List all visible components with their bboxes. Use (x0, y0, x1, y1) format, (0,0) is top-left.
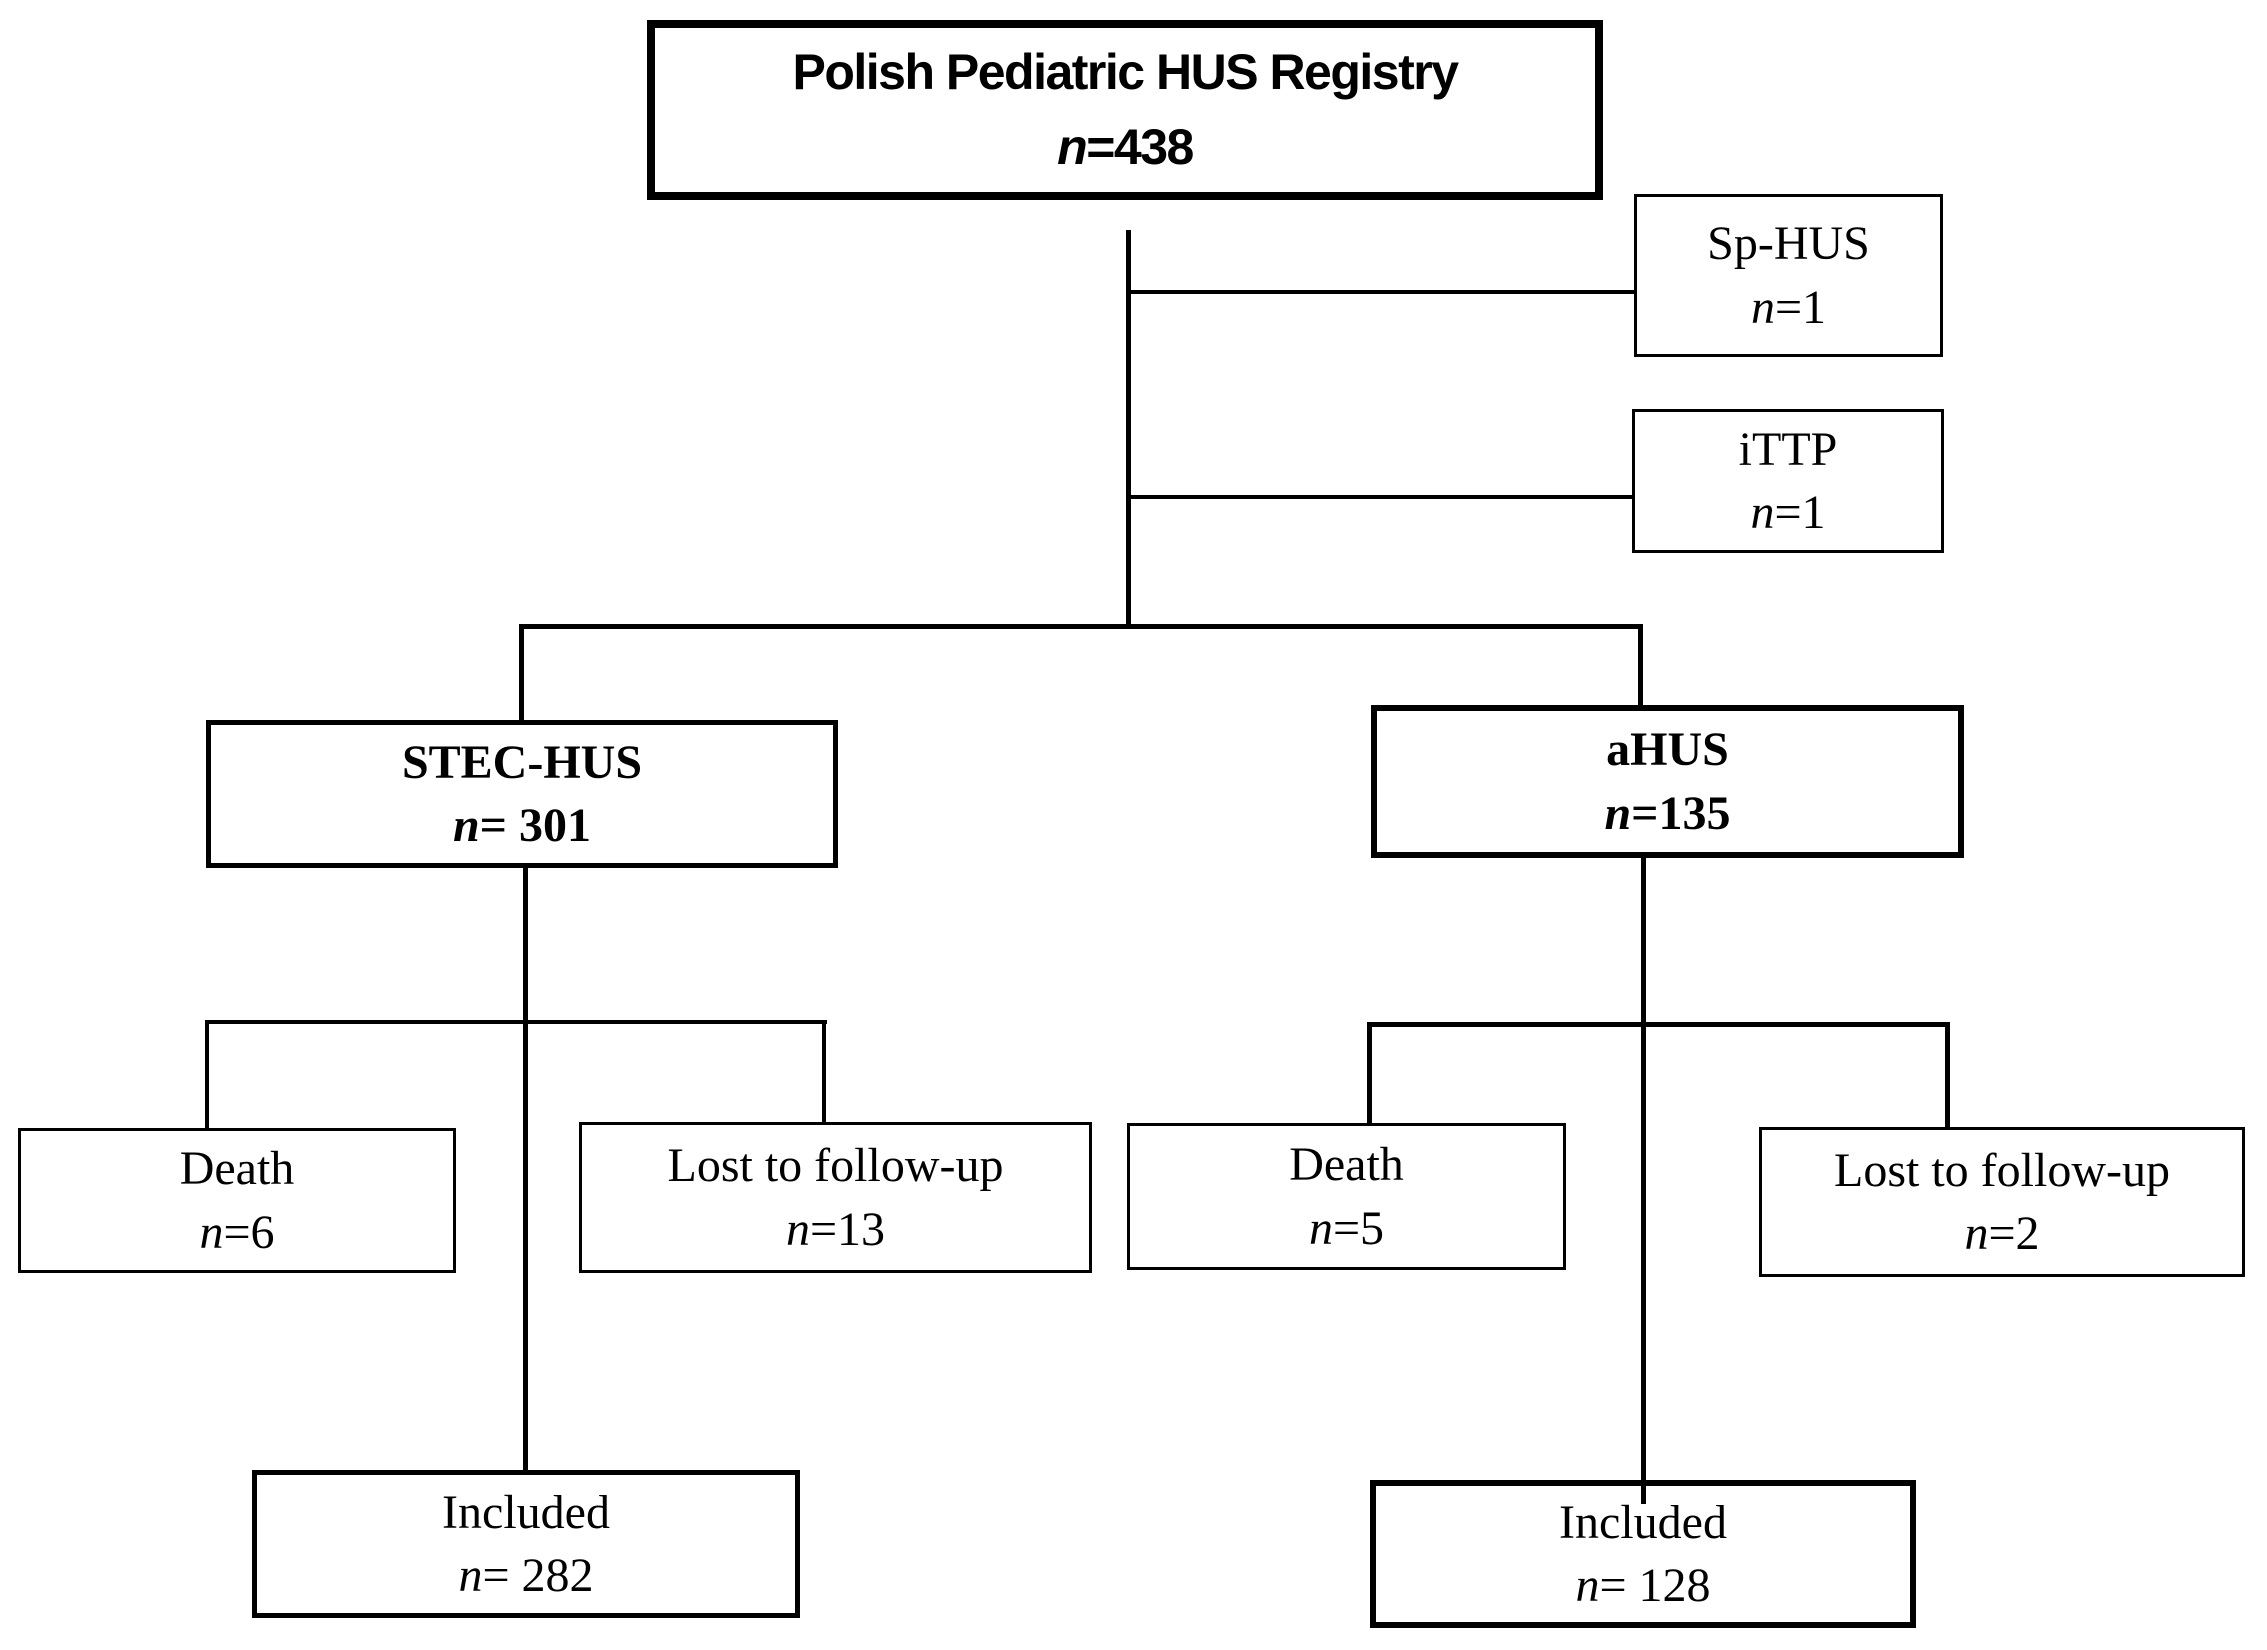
node-stec-included: Included n= 282 (252, 1470, 800, 1618)
node-ittp-count: n=1 (1750, 486, 1826, 539)
connector-registry-down (1126, 230, 1131, 628)
node-registry: Polish Pediatric HUS Registry n=438 (647, 20, 1603, 200)
node-stec-hus-count: n= 301 (452, 799, 592, 852)
node-registry-title: Polish Pediatric HUS Registry (792, 44, 1459, 100)
node-ittp-title: iTTP (1738, 422, 1838, 476)
node-ahus-included-title: Included (1559, 1495, 1727, 1549)
node-stec-hus-title: STEC-HUS (401, 735, 643, 789)
node-ahus-lost-follow-up: Lost to follow-up n=2 (1759, 1127, 2245, 1277)
connector-ahus-to-included (1641, 856, 1646, 1504)
connector-stec-to-lost (822, 1020, 826, 1128)
node-sp-hus: Sp-HUS n=1 (1634, 194, 1943, 357)
node-stec-hus: STEC-HUS n= 301 (206, 720, 838, 868)
node-stec-lost-follow-up: Lost to follow-up n=13 (579, 1122, 1092, 1273)
node-ahus-lost-count: n=2 (1964, 1207, 2040, 1260)
node-ahus-included-count: n= 128 (1575, 1559, 1711, 1612)
node-ittp: iTTP n=1 (1632, 409, 1944, 553)
node-ahus-included: Included n= 128 (1370, 1480, 1916, 1628)
connector-ahus-to-lost (1945, 1022, 1950, 1140)
node-sp-hus-title: Sp-HUS (1707, 217, 1870, 271)
node-stec-death-title: Death (179, 1142, 295, 1196)
node-ahus-lost-title: Lost to follow-up (1834, 1143, 2170, 1197)
node-ahus-death-title: Death (1289, 1138, 1404, 1192)
connector-stec-to-included (523, 866, 528, 1472)
node-stec-death-count: n=6 (199, 1205, 275, 1259)
node-stec-included-title: Included (442, 1485, 610, 1539)
node-ahus: aHUS n=135 (1371, 705, 1964, 858)
node-stec-death: Death n=6 (18, 1128, 456, 1273)
connector-to-sp-hus (1126, 290, 1634, 294)
connector-main-split (519, 624, 1643, 629)
node-ahus-death: Death n=5 (1127, 1123, 1566, 1270)
connector-stec-branch (205, 1020, 827, 1024)
node-sp-hus-count: n=1 (1750, 280, 1827, 334)
connector-to-ittp (1126, 495, 1632, 499)
node-ahus-death-count: n=5 (1308, 1201, 1385, 1255)
node-registry-count: n=438 (1057, 119, 1194, 175)
node-ahus-count: n=135 (1604, 786, 1731, 840)
connector-split-to-ahus (1638, 624, 1643, 709)
node-stec-lost-count: n=13 (785, 1202, 886, 1256)
connector-ahus-branch (1367, 1022, 1950, 1027)
node-stec-included-count: n= 282 (458, 1549, 594, 1602)
connector-split-to-stec (519, 624, 524, 724)
node-ahus-title: aHUS (1606, 723, 1729, 777)
connector-ahus-to-death (1367, 1022, 1372, 1134)
node-stec-lost-title: Lost to follow-up (667, 1139, 1004, 1193)
connector-stec-to-death (205, 1020, 209, 1135)
